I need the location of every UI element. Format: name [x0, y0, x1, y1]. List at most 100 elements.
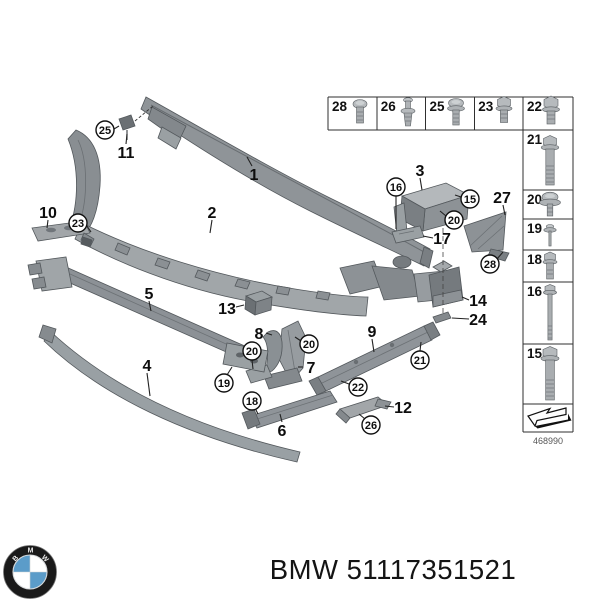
- callout-24: 24: [451, 312, 487, 329]
- callout-3: 3: [416, 163, 425, 191]
- long-hex-bolt-icon: [540, 135, 560, 186]
- callout-leader-line: [246, 156, 253, 167]
- exploded-parts: [27, 96, 510, 463]
- callout-circle: [361, 415, 381, 435]
- long-stud-bolt-icon: [543, 284, 557, 341]
- callout-circle: [386, 177, 406, 197]
- callout-number: 20: [448, 215, 460, 227]
- callout-number: 10: [39, 205, 57, 222]
- callout-circle: [95, 120, 115, 140]
- callout-18: 18: [242, 391, 262, 415]
- callout-leader-line: [419, 341, 422, 352]
- expansion-rivet-icon: [400, 97, 416, 127]
- callout-26: 26: [358, 413, 381, 435]
- callout-leader-line: [439, 210, 447, 217]
- callout-1: 1: [246, 156, 259, 184]
- callout-number: 12: [394, 400, 412, 417]
- callout-21: 21: [410, 341, 430, 370]
- callout-number: 25: [99, 125, 111, 137]
- callout-leader-line: [502, 204, 506, 216]
- callout-leader-line: [384, 405, 395, 408]
- callout-leader-line: [422, 235, 434, 239]
- callout-circle: [410, 350, 430, 370]
- callout-number: 8: [255, 326, 264, 343]
- callout-number: 17: [433, 231, 451, 248]
- footer: B M W BMW 51117351521: [3, 545, 516, 599]
- fastener-cell-label: 19: [527, 221, 542, 236]
- callout-number: 9: [368, 324, 377, 341]
- callout-5: 5: [145, 286, 154, 312]
- callout-27: 27: [493, 190, 511, 216]
- callout-17: 17: [422, 231, 451, 248]
- callout-leader-line: [125, 133, 128, 145]
- callout-leader-line: [279, 413, 283, 423]
- long-thick-hex-bolt-icon: [540, 346, 560, 401]
- callout-circle: [242, 391, 262, 411]
- callout-leader-line: [235, 304, 245, 308]
- callout-leader-line: [371, 338, 375, 353]
- callout-leader-line: [358, 413, 366, 420]
- fastener-cell-label: 20: [527, 192, 542, 207]
- callout-circle: [480, 254, 500, 274]
- callout-number: 3: [416, 163, 425, 180]
- fastener-table: 28 26 25 23 22 21 20 19 18 16 15: [327, 95, 574, 446]
- bmw-logo: B M W: [3, 545, 57, 599]
- callout-10: 10: [39, 205, 57, 229]
- callout-circle: [214, 373, 234, 393]
- part-2-shape: [67, 129, 369, 317]
- callout-15: 15: [454, 189, 480, 209]
- fastener-cell-label: 28: [332, 99, 348, 114]
- logo-letter-w: W: [40, 554, 50, 564]
- part-3-shape: [393, 182, 471, 236]
- callout-leader-line: [251, 359, 254, 370]
- callout-number: 11: [118, 145, 135, 162]
- callout-20: 20: [294, 334, 319, 354]
- fastener-cell-label: 21: [527, 132, 543, 147]
- callout-circle: [299, 334, 319, 354]
- washer-head-screw-icon: [447, 98, 465, 126]
- callout-leader-line: [419, 177, 423, 191]
- callout-number: 21: [414, 355, 426, 367]
- plastic-rivet-pin-icon: [543, 224, 557, 247]
- callout-number: 26: [365, 420, 377, 432]
- callout-number: 13: [218, 301, 236, 318]
- callout-leader-line: [265, 332, 273, 336]
- callout-number: 15: [464, 194, 476, 206]
- callout-4: 4: [143, 358, 152, 397]
- fastener-cell-label: 22: [527, 99, 542, 114]
- fastener-cell-label: 16: [527, 284, 543, 299]
- callout-number: 7: [307, 360, 316, 377]
- callout-25: 25: [95, 120, 120, 140]
- fastener-cell-label: 26: [381, 99, 397, 114]
- callout-leader-line: [86, 225, 92, 233]
- callout-8: 8: [255, 326, 273, 343]
- callout-number: 19: [218, 378, 230, 390]
- hex-flange-bolt-icon: [542, 95, 560, 125]
- round-head-screw-icon: [352, 99, 368, 124]
- callout-circle: [460, 189, 480, 209]
- callout-16: 16: [386, 177, 406, 229]
- direction-arrow-icon: [527, 407, 572, 429]
- callout-number: 28: [484, 259, 496, 271]
- callout-circle: [444, 210, 464, 230]
- part-1-shape: [140, 96, 434, 269]
- fastener-cell-label: 15: [527, 346, 543, 361]
- callout-circle: [68, 213, 88, 233]
- part-27-shape: [463, 211, 510, 262]
- callout-leader-line: [148, 300, 152, 312]
- callout-7: 7: [298, 360, 316, 377]
- callout-number: 4: [143, 358, 152, 375]
- callout-leader-line: [113, 125, 120, 130]
- callout-20: 20: [439, 210, 464, 230]
- part-6-shape: [241, 390, 338, 430]
- fastener-cell-label: 18: [527, 252, 543, 267]
- callout-number: 18: [246, 396, 258, 408]
- logo-letter-b: B: [12, 555, 21, 563]
- callout-23: 23: [68, 213, 92, 233]
- callout-leader-line: [340, 380, 350, 385]
- part-17-shape: [391, 225, 425, 244]
- callout-leader-line: [461, 296, 470, 301]
- callout-circle: [348, 377, 368, 397]
- callout-19: 19: [214, 366, 234, 393]
- callout-leader-line: [146, 372, 151, 397]
